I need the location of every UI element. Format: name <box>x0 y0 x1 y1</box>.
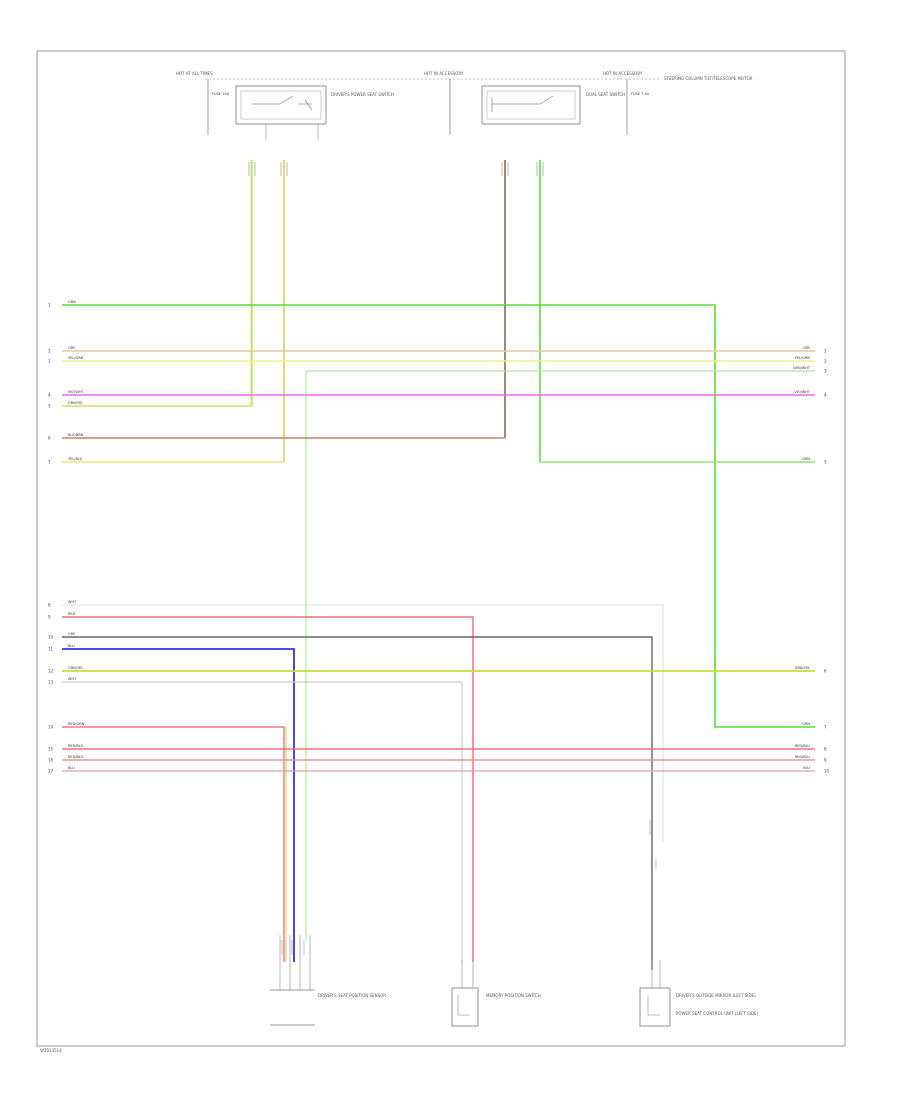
right-pin-number: 10 <box>824 769 830 774</box>
component-label-steering-column: STEERING COLUMN TILT/TELESCOPE MOTOR <box>664 76 753 81</box>
left-wire-color: GRN/YEL <box>68 401 83 405</box>
wire-h-10 <box>62 636 653 970</box>
right-wire-color: RED/BLU <box>795 755 811 759</box>
bottom-component-2 <box>451 960 479 1027</box>
left-pin-number: 8 <box>48 603 51 608</box>
right-wire-labels: 1GRY2YEL/GRN3GRN/WHT4VIO/WHT5GRN6GRN/YEL… <box>793 346 830 774</box>
left-pin-number: 2 <box>48 349 51 354</box>
diagram-frame <box>36 50 846 1047</box>
right-wire-color: GRN <box>802 457 810 461</box>
right-wire-color: VIO/WHT <box>794 390 810 394</box>
component-label-memory-position-switch: MEMORY POSITION SWITCH <box>486 993 541 998</box>
left-pin-number: 4 <box>48 393 51 398</box>
wire-h-11 <box>62 648 295 962</box>
right-pin-number: 1 <box>824 349 827 354</box>
left-wire-color: YEL/BLU <box>68 457 83 461</box>
component-label-driver-power-seat-switch: DRIVER'S POWER SEAT SWITCH <box>331 92 394 97</box>
right-pin-number: 4 <box>824 393 827 398</box>
wire-h-3b <box>305 370 815 940</box>
switch-box-1 <box>235 85 327 140</box>
bottom-connectors <box>281 820 657 955</box>
left-pin-number: 10 <box>48 635 54 640</box>
right-pin-number: 2 <box>824 359 827 364</box>
left-wire-color: RED/GRN <box>68 722 85 726</box>
left-wire-color: WHT <box>68 600 77 604</box>
left-pin-number: 17 <box>48 769 54 774</box>
wire-h-14 <box>62 726 285 962</box>
right-wire-color: GRN/YEL <box>795 666 810 670</box>
left-pin-number: 16 <box>48 758 54 763</box>
left-wire-color: BLU <box>68 644 75 648</box>
top-connectors <box>248 162 544 176</box>
left-wire-labels: 1GRN2GRY3YEL/GRN4VIO/WHT5GRN/YEL6BLK/BRN… <box>48 300 85 774</box>
right-wire-color: GRY <box>803 346 811 350</box>
wire-h-9 <box>62 616 474 962</box>
wire-h-8 <box>62 604 664 842</box>
left-wire-color: RED/BLU <box>68 755 84 759</box>
left-wire-color: VIO/WHT <box>68 390 84 394</box>
component-label-seat-position-sensor: DRIVER'S SEAT POSITION SENSOR <box>318 993 386 998</box>
component-label-seat-control-unit: POWER SEAT CONTROL UNIT (LEFT SIDE) <box>676 1011 759 1016</box>
wire-h-grn-top <box>62 304 815 728</box>
fuse-label-2: FUSE 7.5A <box>631 92 650 96</box>
left-pin-number: 14 <box>48 725 54 730</box>
right-pin-number: 3 <box>824 369 827 374</box>
right-wire-color: GRN <box>802 722 810 726</box>
power-rail <box>205 78 660 135</box>
right-pin-number: 7 <box>824 725 827 730</box>
switch-box-2 <box>481 85 581 125</box>
left-pin-number: 13 <box>48 680 54 685</box>
header-label-hot-accessory-1: HOT IN ACCESSORY <box>424 71 464 76</box>
left-wire-color: BLK/BRN <box>68 433 84 437</box>
left-pin-number: 1 <box>48 303 51 308</box>
left-pin-number: 15 <box>48 747 54 752</box>
left-wire-color: GRN <box>68 300 76 304</box>
header-label-hot-all-times: HOT AT ALL TIMES <box>176 71 213 76</box>
right-pin-number: 9 <box>824 758 827 763</box>
left-pin-number: 9 <box>48 615 51 620</box>
left-wire-color: YEL/GRN <box>68 356 84 360</box>
left-wire-color: GRY <box>68 632 76 636</box>
left-wire-color: WHT <box>68 677 77 681</box>
left-pin-number: 7 <box>48 460 51 465</box>
right-pin-number: 6 <box>824 669 827 674</box>
fuse-label-1: FUSE 15A <box>212 92 230 96</box>
left-wire-color: BLU <box>68 766 75 770</box>
figure-code: W2033514 <box>40 1048 62 1053</box>
header-label-hot-accessory-2: HOT IN ACCESSORY <box>603 71 643 76</box>
right-wire-color: BLU <box>803 766 810 770</box>
wire-h-13 <box>62 681 463 962</box>
left-pin-number: 3 <box>48 359 51 364</box>
right-pin-number: 8 <box>824 747 827 752</box>
left-wire-color: RED <box>68 612 76 616</box>
left-wire-color: GRY <box>68 346 76 350</box>
bottom-component-3 <box>639 960 671 1027</box>
right-wire-color: RED/BLU <box>795 744 811 748</box>
left-wire-color: GRN/YEL <box>68 666 83 670</box>
left-pin-number: 5 <box>48 404 51 409</box>
left-pin-number: 6 <box>48 436 51 441</box>
right-wire-color: GRN/WHT <box>793 366 811 370</box>
component-label-dual-seat-switch: DUAL SEAT SWITCH <box>586 92 625 97</box>
left-pin-number: 11 <box>48 647 54 652</box>
left-pin-number: 12 <box>48 669 54 674</box>
left-wire-color: RED/BLU <box>68 744 84 748</box>
component-label-outside-mirror: DRIVER'S OUTSIDE MIRROR (LEFT SIDE) <box>676 993 756 998</box>
bottom-component-1 <box>270 935 315 1026</box>
right-wire-color: YEL/GRN <box>795 356 811 360</box>
right-pin-number: 5 <box>824 460 827 465</box>
